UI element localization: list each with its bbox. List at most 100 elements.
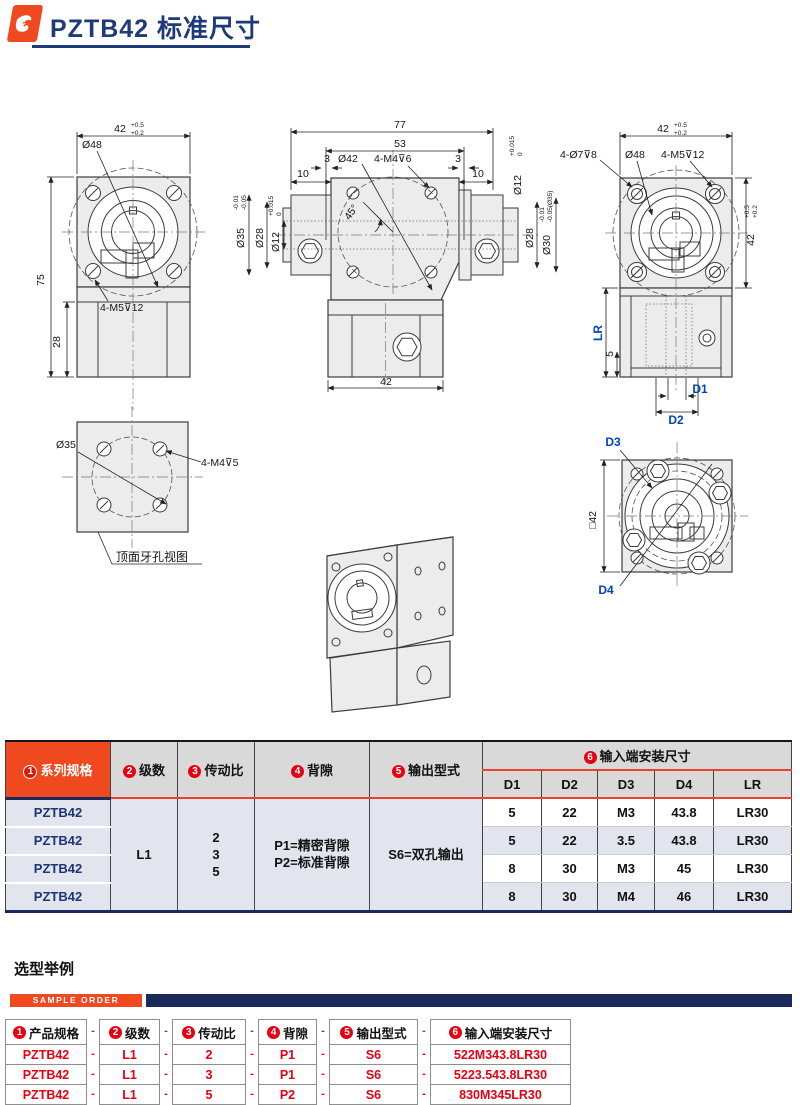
header-num-5: 5 bbox=[391, 765, 405, 778]
label-input-screws: 4-M5⊽12 bbox=[661, 149, 704, 161]
series-cell: PZTB42 bbox=[5, 881, 111, 912]
sample-cell: 3 bbox=[173, 1065, 245, 1085]
dim-back-square: □42 bbox=[587, 511, 599, 529]
d3-value: M4 bbox=[597, 882, 655, 912]
dash-column: ---- bbox=[164, 1025, 168, 1100]
d1-value: 8 bbox=[482, 854, 542, 883]
iso-flange-circles bbox=[327, 563, 397, 633]
view-side: 45° 77 53 3 3 Ø42 4-M4⊽6 10 10 Ø12 +0.01… bbox=[233, 119, 559, 392]
subheader-d4: D4 bbox=[654, 770, 714, 799]
dim-input-width-tol-up: +0.5 bbox=[674, 122, 687, 129]
dim-front-base-height: 28 bbox=[51, 336, 63, 348]
label-top-circle: Ø35 bbox=[56, 439, 76, 451]
header-num-3: 3 bbox=[188, 765, 202, 778]
dim-edge-right: 3 bbox=[455, 153, 461, 165]
sample-cell: S6 bbox=[330, 1065, 417, 1085]
dim-side-flange: 53 bbox=[394, 138, 406, 150]
dim-input-height: 42 bbox=[745, 234, 757, 246]
sample-cell: L1 bbox=[100, 1045, 159, 1065]
dim-five: 5 bbox=[604, 351, 616, 357]
dim-side-base-width: 42 bbox=[380, 376, 392, 388]
section-title: 选型举例 bbox=[14, 961, 75, 978]
label-side-screws: 4-M4⊽6 bbox=[374, 153, 412, 165]
lr-value: LR30 bbox=[712, 882, 793, 912]
dim-shaft-len-right: 10 bbox=[472, 168, 484, 180]
d2-value: 30 bbox=[541, 854, 598, 883]
dim-pilot-tol-low: -0.05(Ø35) bbox=[547, 191, 554, 222]
sample-cell: PZTB42 bbox=[22, 1087, 70, 1102]
sample-cell: 2 bbox=[173, 1045, 245, 1065]
dim-shaft-dia-left-tol-low: 0 bbox=[276, 212, 283, 216]
dim-hub-tol-up: -0.01 bbox=[233, 195, 240, 210]
dim-hub-dia: Ø35 bbox=[235, 228, 247, 248]
d2-value: 30 bbox=[541, 882, 598, 912]
page-title: PZTB42 标准尺寸 bbox=[50, 15, 262, 43]
subheader-d1: D1 bbox=[482, 770, 542, 799]
d1-value: 5 bbox=[482, 826, 542, 855]
sample-cell: PZTB42 bbox=[6, 1045, 86, 1065]
sample-cell: L1 bbox=[100, 1065, 159, 1085]
dim-shaft-dia-left-tol-up: +0.015 bbox=[268, 196, 275, 216]
view-front: 42 +0.5 +0.2 Ø48 75 28 4-M5⊽12 bbox=[35, 122, 205, 410]
sample-cell: P1 bbox=[259, 1065, 316, 1085]
table-row: PZTB42 5 22 3.5 43.8 LR30 bbox=[5, 825, 793, 856]
table-row: PZTB42 8 30 M3 45 LR30 bbox=[5, 853, 793, 884]
stage-cell: L1 bbox=[110, 798, 178, 911]
sample-cell: 522M343.8LR30 bbox=[431, 1045, 570, 1065]
sample-cell: L1 bbox=[122, 1087, 137, 1102]
dash-column: ---- bbox=[321, 1025, 325, 1100]
lr-value: LR30 bbox=[712, 854, 793, 883]
d1-value: 8 bbox=[482, 882, 542, 912]
d4-value: 43.8 bbox=[654, 798, 714, 827]
label-front-screws: 4-M5⊽12 bbox=[100, 302, 143, 314]
caption-top-view: 顶面牙孔视图 bbox=[116, 549, 188, 564]
dim-shaft-len-left: 10 bbox=[297, 168, 309, 180]
dim-front-width-tol-low: +0.2 bbox=[131, 130, 144, 137]
d2-value: 22 bbox=[541, 826, 598, 855]
brand-logo-icon bbox=[6, 5, 44, 42]
dim-front-height: 75 bbox=[35, 274, 47, 286]
sample-num-1: 1 bbox=[12, 1025, 26, 1039]
series-cell: PZTB42 bbox=[5, 797, 111, 828]
sample-cell: P1 bbox=[259, 1045, 316, 1065]
section-rule bbox=[146, 994, 792, 1007]
view-input: 42 +0.5 +0.2 42 +0.5 +0.2 4-Ø7⊽8 Ø48 4-M… bbox=[560, 122, 759, 427]
view-top: Ø35 4-M4⊽5 顶面牙孔视图 bbox=[56, 406, 239, 565]
corner-counterbores-input bbox=[627, 184, 725, 282]
dim-input-width: 42 bbox=[657, 123, 669, 135]
d1-value: 5 bbox=[482, 798, 542, 827]
lr-value: LR30 bbox=[712, 798, 793, 827]
d4-value: 46 bbox=[654, 882, 714, 912]
corner-screws-front bbox=[85, 185, 182, 279]
sample-num-5: 5 bbox=[340, 1025, 354, 1039]
subheader-lr: LR bbox=[712, 770, 793, 799]
sample-cell: P2 bbox=[279, 1087, 296, 1102]
dim-hub-tol-low: -0.05 bbox=[241, 195, 248, 210]
sample-order-badge: SAMPLE ORDER bbox=[10, 994, 142, 1007]
output-type-cell: S6=双孔输出 bbox=[369, 798, 483, 911]
dim-input-height-tol-low: +0.2 bbox=[752, 205, 759, 218]
dash-column: ---- bbox=[91, 1025, 95, 1100]
label-front-circle: Ø48 bbox=[82, 139, 102, 151]
dim-front-width-tol-up: +0.5 bbox=[131, 122, 144, 129]
label-top-screws: 4-M4⊽5 bbox=[201, 457, 239, 469]
d4-value: 43.8 bbox=[654, 826, 714, 855]
sample-cell: 5 bbox=[205, 1087, 213, 1102]
dim-pilot-tol-up: -0.01 bbox=[539, 207, 546, 222]
dash-column: ---- bbox=[250, 1025, 254, 1100]
dim-collar-left: Ø28 bbox=[254, 228, 266, 248]
d3-value: M3 bbox=[597, 798, 655, 827]
dim-side-overall: 77 bbox=[394, 119, 406, 131]
subheader-d2: D2 bbox=[541, 770, 598, 799]
dim-shaft-dia-right: Ø12 bbox=[512, 175, 524, 195]
header-num-1: 1 bbox=[23, 764, 38, 779]
